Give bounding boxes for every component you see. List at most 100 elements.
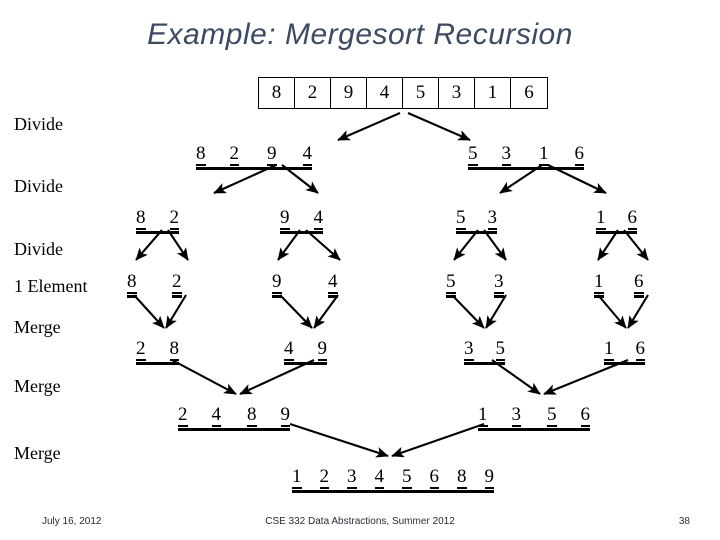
stage-label-4: Merge — [14, 317, 61, 337]
group-number: 1 — [478, 404, 488, 427]
group-number: 5 — [547, 404, 557, 427]
stage-label-1: Divide — [14, 176, 63, 196]
array-cell: 4 — [367, 78, 403, 108]
merge-final-b-arrow — [391, 423, 485, 458]
group-number: 9 — [317, 338, 327, 361]
group-number: 6 — [635, 338, 645, 361]
group-number: 8 — [127, 271, 137, 294]
merge-35-16-b-arrow — [543, 359, 629, 395]
group-number: 5 — [446, 271, 456, 294]
stage-label-6: Merge — [14, 443, 61, 463]
group-number: 5 — [468, 143, 478, 166]
single-elements-group: 5 — [446, 272, 456, 298]
footer-page-number: 38 — [678, 516, 690, 527]
split-16-left-arrow — [597, 229, 619, 261]
stage-label-3: 1 Element — [14, 276, 88, 296]
array-cell: 6 — [524, 82, 534, 103]
array-cell: 3 — [439, 78, 475, 108]
group-number: 5 — [402, 466, 412, 489]
group-number: 8 — [247, 404, 257, 427]
group-number: 8 — [136, 207, 146, 230]
group-number: 6 — [580, 404, 590, 427]
merge-5-3-b-arrow — [485, 294, 507, 329]
footer-date: July 16, 2012 — [42, 516, 102, 527]
merge-8-2-b-arrow — [165, 294, 187, 329]
stage-label-5: Merge — [14, 376, 61, 396]
single-elements-group: 9 — [272, 272, 282, 298]
group-number: 1 — [604, 338, 614, 361]
merge-8-2-a-arrow — [133, 294, 165, 329]
array-cell: 9 — [331, 78, 367, 108]
single-elements-group: 2 — [172, 272, 182, 298]
split-root-left-arrow — [337, 112, 401, 141]
slide-footer: July 16, 2012 CSE 332 Data Abstractions,… — [0, 506, 720, 540]
split-16-right-arrow — [623, 229, 649, 261]
group-number: 1 — [596, 207, 606, 230]
group-number: 3 — [347, 466, 357, 489]
group-number: 9 — [484, 466, 494, 489]
group-number: 2 — [178, 404, 188, 427]
group-number: 1 — [539, 143, 549, 166]
footer-course: CSE 332 Data Abstractions, Summer 2012 — [265, 516, 455, 527]
group-number: 4 — [284, 338, 294, 361]
group-number: 8 — [457, 466, 467, 489]
merge-final-a-arrow — [289, 423, 389, 458]
group-number: 4 — [302, 143, 312, 166]
group-number: 2 — [169, 207, 179, 230]
merge-5-3-a-arrow — [451, 294, 485, 329]
single-elements-group: 8 — [127, 272, 137, 298]
array-cell: 5 — [403, 78, 439, 108]
group-number: 2 — [319, 466, 329, 489]
single-elements-group: 6 — [634, 272, 644, 298]
split-53-left-arrow — [453, 229, 479, 261]
group-number: 3 — [494, 271, 504, 294]
group-number: 2 — [172, 271, 182, 294]
group-number: 9 — [267, 143, 277, 166]
group-number: 1 — [594, 271, 604, 294]
group-number: 6 — [634, 271, 644, 294]
group-number: 3 — [464, 338, 474, 361]
split-root-right-arrow — [407, 112, 471, 141]
group-number: 3 — [501, 143, 511, 166]
group-number: 4 — [328, 271, 338, 294]
merge-35-16-a-arrow — [491, 359, 541, 395]
group-number: 5 — [456, 207, 466, 230]
stage-label-0: Divide — [14, 114, 63, 134]
group-number: 4 — [211, 404, 221, 427]
group-number: 3 — [511, 404, 521, 427]
group-number: 9 — [280, 404, 290, 427]
split-94-right-arrow — [305, 229, 341, 261]
merge-9-4-a-arrow — [279, 294, 313, 329]
merge-1-6-a-arrow — [597, 294, 627, 329]
group-number: 9 — [280, 207, 290, 230]
split-82-right-arrow — [167, 229, 189, 261]
stage-label-2: Divide — [14, 239, 63, 259]
array-cell: 8 — [259, 78, 295, 108]
array-cell: 1 — [475, 78, 511, 108]
group-number: 4 — [313, 207, 323, 230]
single-elements-group: 1 — [594, 272, 604, 298]
group-number: 1 — [292, 466, 302, 489]
group-number: 5 — [495, 338, 505, 361]
array-cell: 2 — [295, 78, 331, 108]
split-94-left-arrow — [277, 229, 301, 261]
group-number: 6 — [429, 466, 439, 489]
group-number: 6 — [627, 207, 637, 230]
group-number: 4 — [374, 466, 384, 489]
group-number: 2 — [136, 338, 146, 361]
group-number: 2 — [229, 143, 239, 166]
group-number: 8 — [196, 143, 206, 166]
merge-1-6-b-arrow — [627, 294, 649, 329]
